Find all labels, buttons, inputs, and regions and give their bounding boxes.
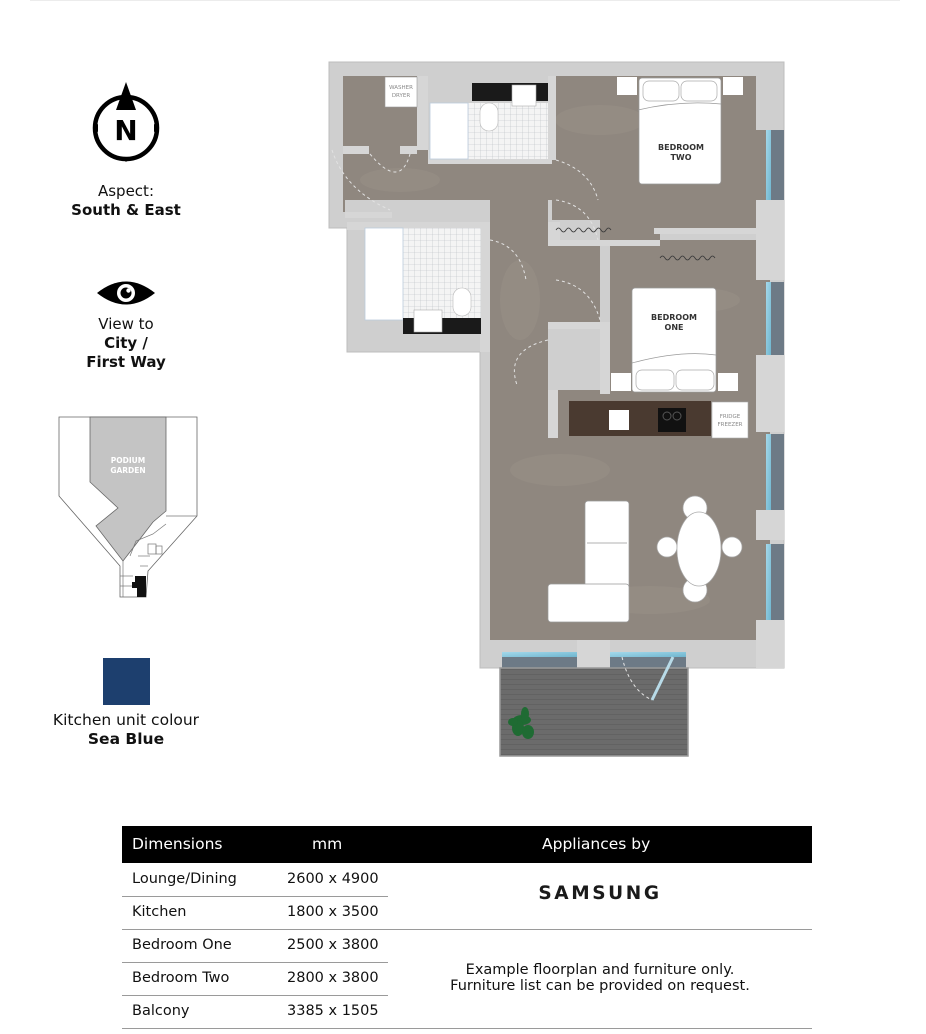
svg-text:PODIUM: PODIUM: [111, 456, 145, 465]
view-value-line1: City /: [104, 334, 148, 352]
svg-text:TWO: TWO: [670, 153, 691, 162]
svg-text:DRYER: DRYER: [392, 93, 411, 99]
table-row: Kitchen 1800 x 3500: [122, 897, 388, 930]
svg-text:GARDEN: GARDEN: [110, 466, 145, 475]
table-row: Bedroom Two 2800 x 3800: [122, 963, 388, 996]
apartment-location: [132, 576, 146, 597]
floorplan: WASHER DRYER BEDROOM TWO BEDROOM ONE: [328, 61, 785, 757]
appliances-bottom-divider: [388, 1028, 812, 1029]
table-row: Bedroom One 2500 x 3800: [122, 930, 388, 963]
header-dimensions: Dimensions: [132, 835, 223, 853]
sofa: [547, 500, 630, 623]
svg-text:BEDROOM: BEDROOM: [651, 313, 697, 322]
samsung-logo: SAMSUNG: [538, 883, 662, 904]
aspect-block: N Aspect: South & East: [40, 82, 212, 220]
view-label: View to: [98, 315, 154, 333]
north-compass-icon: N: [92, 82, 160, 162]
svg-text:FRIDGE: FRIDGE: [720, 414, 741, 420]
corridor-floor: [490, 200, 600, 390]
bedroom-one-bed: BEDROOM ONE: [611, 287, 738, 393]
header-appliances: Appliances by: [542, 835, 651, 853]
view-block: View to City / First Way: [40, 278, 212, 372]
table-row: Balcony 3385 x 1505: [122, 996, 388, 1029]
dimensions-table: Dimensions mm Appliances by Lounge/Dinin…: [122, 826, 812, 1029]
bedroom-two-bed: BEDROOM TWO: [617, 77, 743, 185]
south-windows: [502, 652, 686, 668]
balcony: [499, 667, 689, 757]
svg-text:ONE: ONE: [665, 323, 684, 332]
kitchen-units: FRIDGE FREEZER: [569, 401, 749, 439]
svg-text:N: N: [114, 114, 137, 147]
kitchen-colour-value: Sea Blue: [87, 730, 165, 748]
top-divider: [30, 0, 900, 1]
kitchen-colour-block: Kitchen unit colour Sea Blue: [40, 658, 212, 749]
colour-swatch: [102, 658, 150, 705]
building-keyplan: PODIUM GARDEN: [58, 416, 198, 598]
dining-table: [656, 495, 743, 603]
svg-text:FREEZER: FREEZER: [718, 422, 743, 428]
disclaimer-note: Example floorplan and furniture only. Fu…: [450, 962, 750, 994]
plant: [508, 707, 534, 739]
table-row: Lounge/Dining 2600 x 4900: [122, 864, 388, 897]
header-mm: mm: [312, 835, 343, 853]
svg-text:WASHER: WASHER: [389, 85, 413, 91]
svg-text:BEDROOM: BEDROOM: [658, 143, 704, 152]
appliances-divider: [388, 929, 812, 930]
east-windows: [766, 130, 784, 620]
aspect-value: South & East: [71, 201, 181, 219]
eye-icon: [97, 281, 155, 305]
kitchen-colour-label: Kitchen unit colour: [52, 711, 200, 729]
aspect-label: Aspect:: [97, 182, 154, 200]
view-value-line2: First Way: [86, 353, 166, 371]
table-header: Dimensions mm Appliances by: [122, 826, 812, 863]
